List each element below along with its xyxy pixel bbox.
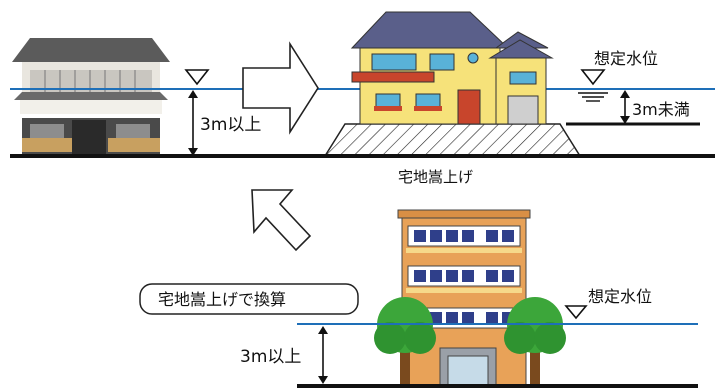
right-arrow (242, 41, 319, 135)
water-level-triangle-bottom (564, 305, 588, 320)
water-level-triangle-right (580, 69, 606, 86)
depth-label-right: 3m未満 (632, 100, 690, 119)
depth-label-left: 3m以上 (200, 115, 261, 135)
conversion-label: 宅地嵩上げで換算 (158, 290, 286, 309)
expected-level-label-right: 想定水位 (594, 49, 658, 68)
depth-arrow-bottom (318, 326, 328, 384)
water-level-triangle-left (184, 69, 210, 86)
embankment-hatched (323, 123, 582, 157)
modern-house-illustration (350, 11, 554, 125)
depth-label-bottom: 3m以上 (240, 347, 301, 367)
conversion-label-box (139, 283, 359, 315)
depth-arrow-right (620, 90, 630, 124)
traditional-house-illustration (12, 38, 170, 156)
embankment-caption: 宅地嵩上げ (398, 168, 473, 186)
depth-arrow-left (188, 90, 198, 156)
diagonal-arrow (251, 189, 312, 252)
apartment-building-illustration (397, 209, 531, 387)
expected-level-label-bottom: 想定水位 (588, 287, 652, 306)
water-surface-marks (578, 92, 608, 102)
